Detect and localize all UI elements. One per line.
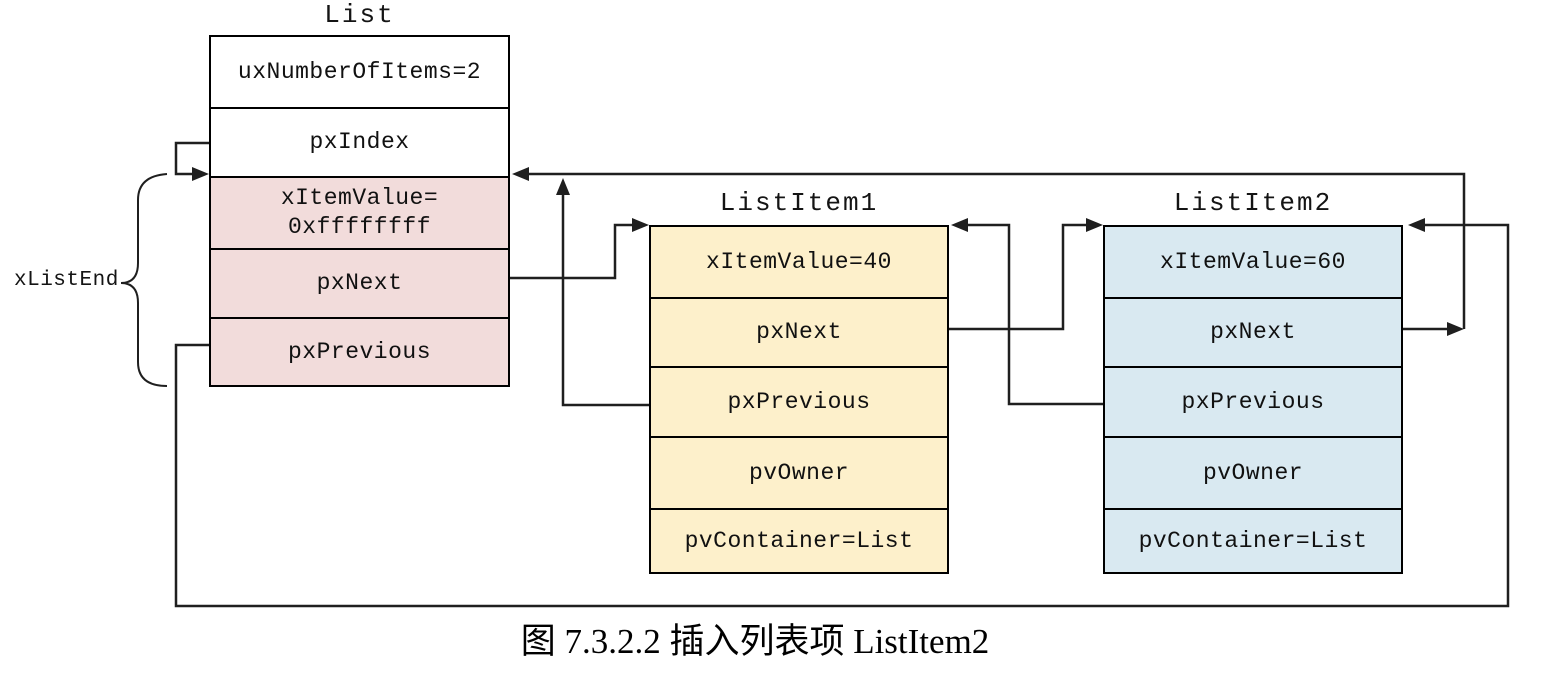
item2-row-xitemvalue: xItemValue=60 (1160, 248, 1346, 275)
item1-box-title: ListItem1 (719, 188, 879, 218)
pxindex-to-xlistend-line (174, 141, 209, 176)
item2-pxnext-arrow-icon (1447, 322, 1464, 336)
pxindex-to-xlistend-arrow-icon (192, 167, 209, 181)
list-pxprevious-arrow-icon (1408, 218, 1425, 232)
item2-pxnext-to-xlistend-line (529, 172, 1466, 329)
item2-box: xItemValue=60 pxNext pxPrevious pvOwner … (1103, 225, 1403, 574)
item2-pxprevious-line (968, 223, 1103, 406)
list-box: uxNumberOfItems=2 pxIndex xItemValue= 0x… (209, 35, 510, 387)
list-row-pxprevious: pxPrevious (211, 317, 508, 385)
list-row-uxnumberofitems: uxNumberOfItems=2 (237, 58, 482, 85)
item1-box: xItemValue=40 pxNext pxPrevious pvOwner … (649, 225, 949, 574)
item2-row-pxprevious: pxPrevious (1105, 366, 1401, 436)
item1-row-xitemvalue: xItemValue=40 (706, 248, 892, 275)
list-pxnext-line (510, 223, 632, 280)
item1-row-pvcontainer: pvContainer=List (651, 508, 947, 572)
item1-pxnext-arrow-icon (1086, 218, 1103, 232)
list-row-pxnext: pxNext (211, 248, 508, 317)
item1-row-pxnext: pxNext (651, 297, 947, 366)
list-row-xitemvalue: xItemValue= 0xffffffff (211, 176, 508, 248)
item1-pxnext-line (949, 223, 1086, 331)
item2-row-pxnext: pxNext (1105, 297, 1401, 366)
item2-row-pvowner: pvOwner (1105, 436, 1401, 508)
list-pxprevious-line (174, 223, 1510, 608)
figure-caption: 图 7.3.2.2 插入列表项 ListItem2 (520, 622, 990, 661)
list-box-title: List (324, 0, 395, 30)
item1-row-pxprevious: pxPrevious (651, 366, 947, 436)
list-row-pxindex: pxIndex (211, 107, 508, 176)
item1-pxprevious-arrow-icon (556, 178, 570, 195)
list-pxnext-arrow-icon (632, 218, 649, 232)
item2-pxprevious-arrow-icon (951, 218, 968, 232)
xlistend-return-arrow-icon (512, 167, 529, 181)
item1-pxprevious-line (561, 195, 649, 407)
item1-row-pvowner: pvOwner (651, 436, 947, 508)
xlistend-label: xListEnd (14, 269, 119, 292)
xlistend-brace-icon (120, 173, 168, 387)
item2-box-title: ListItem2 (1173, 188, 1333, 218)
item2-row-pvcontainer: pvContainer=List (1105, 508, 1401, 572)
